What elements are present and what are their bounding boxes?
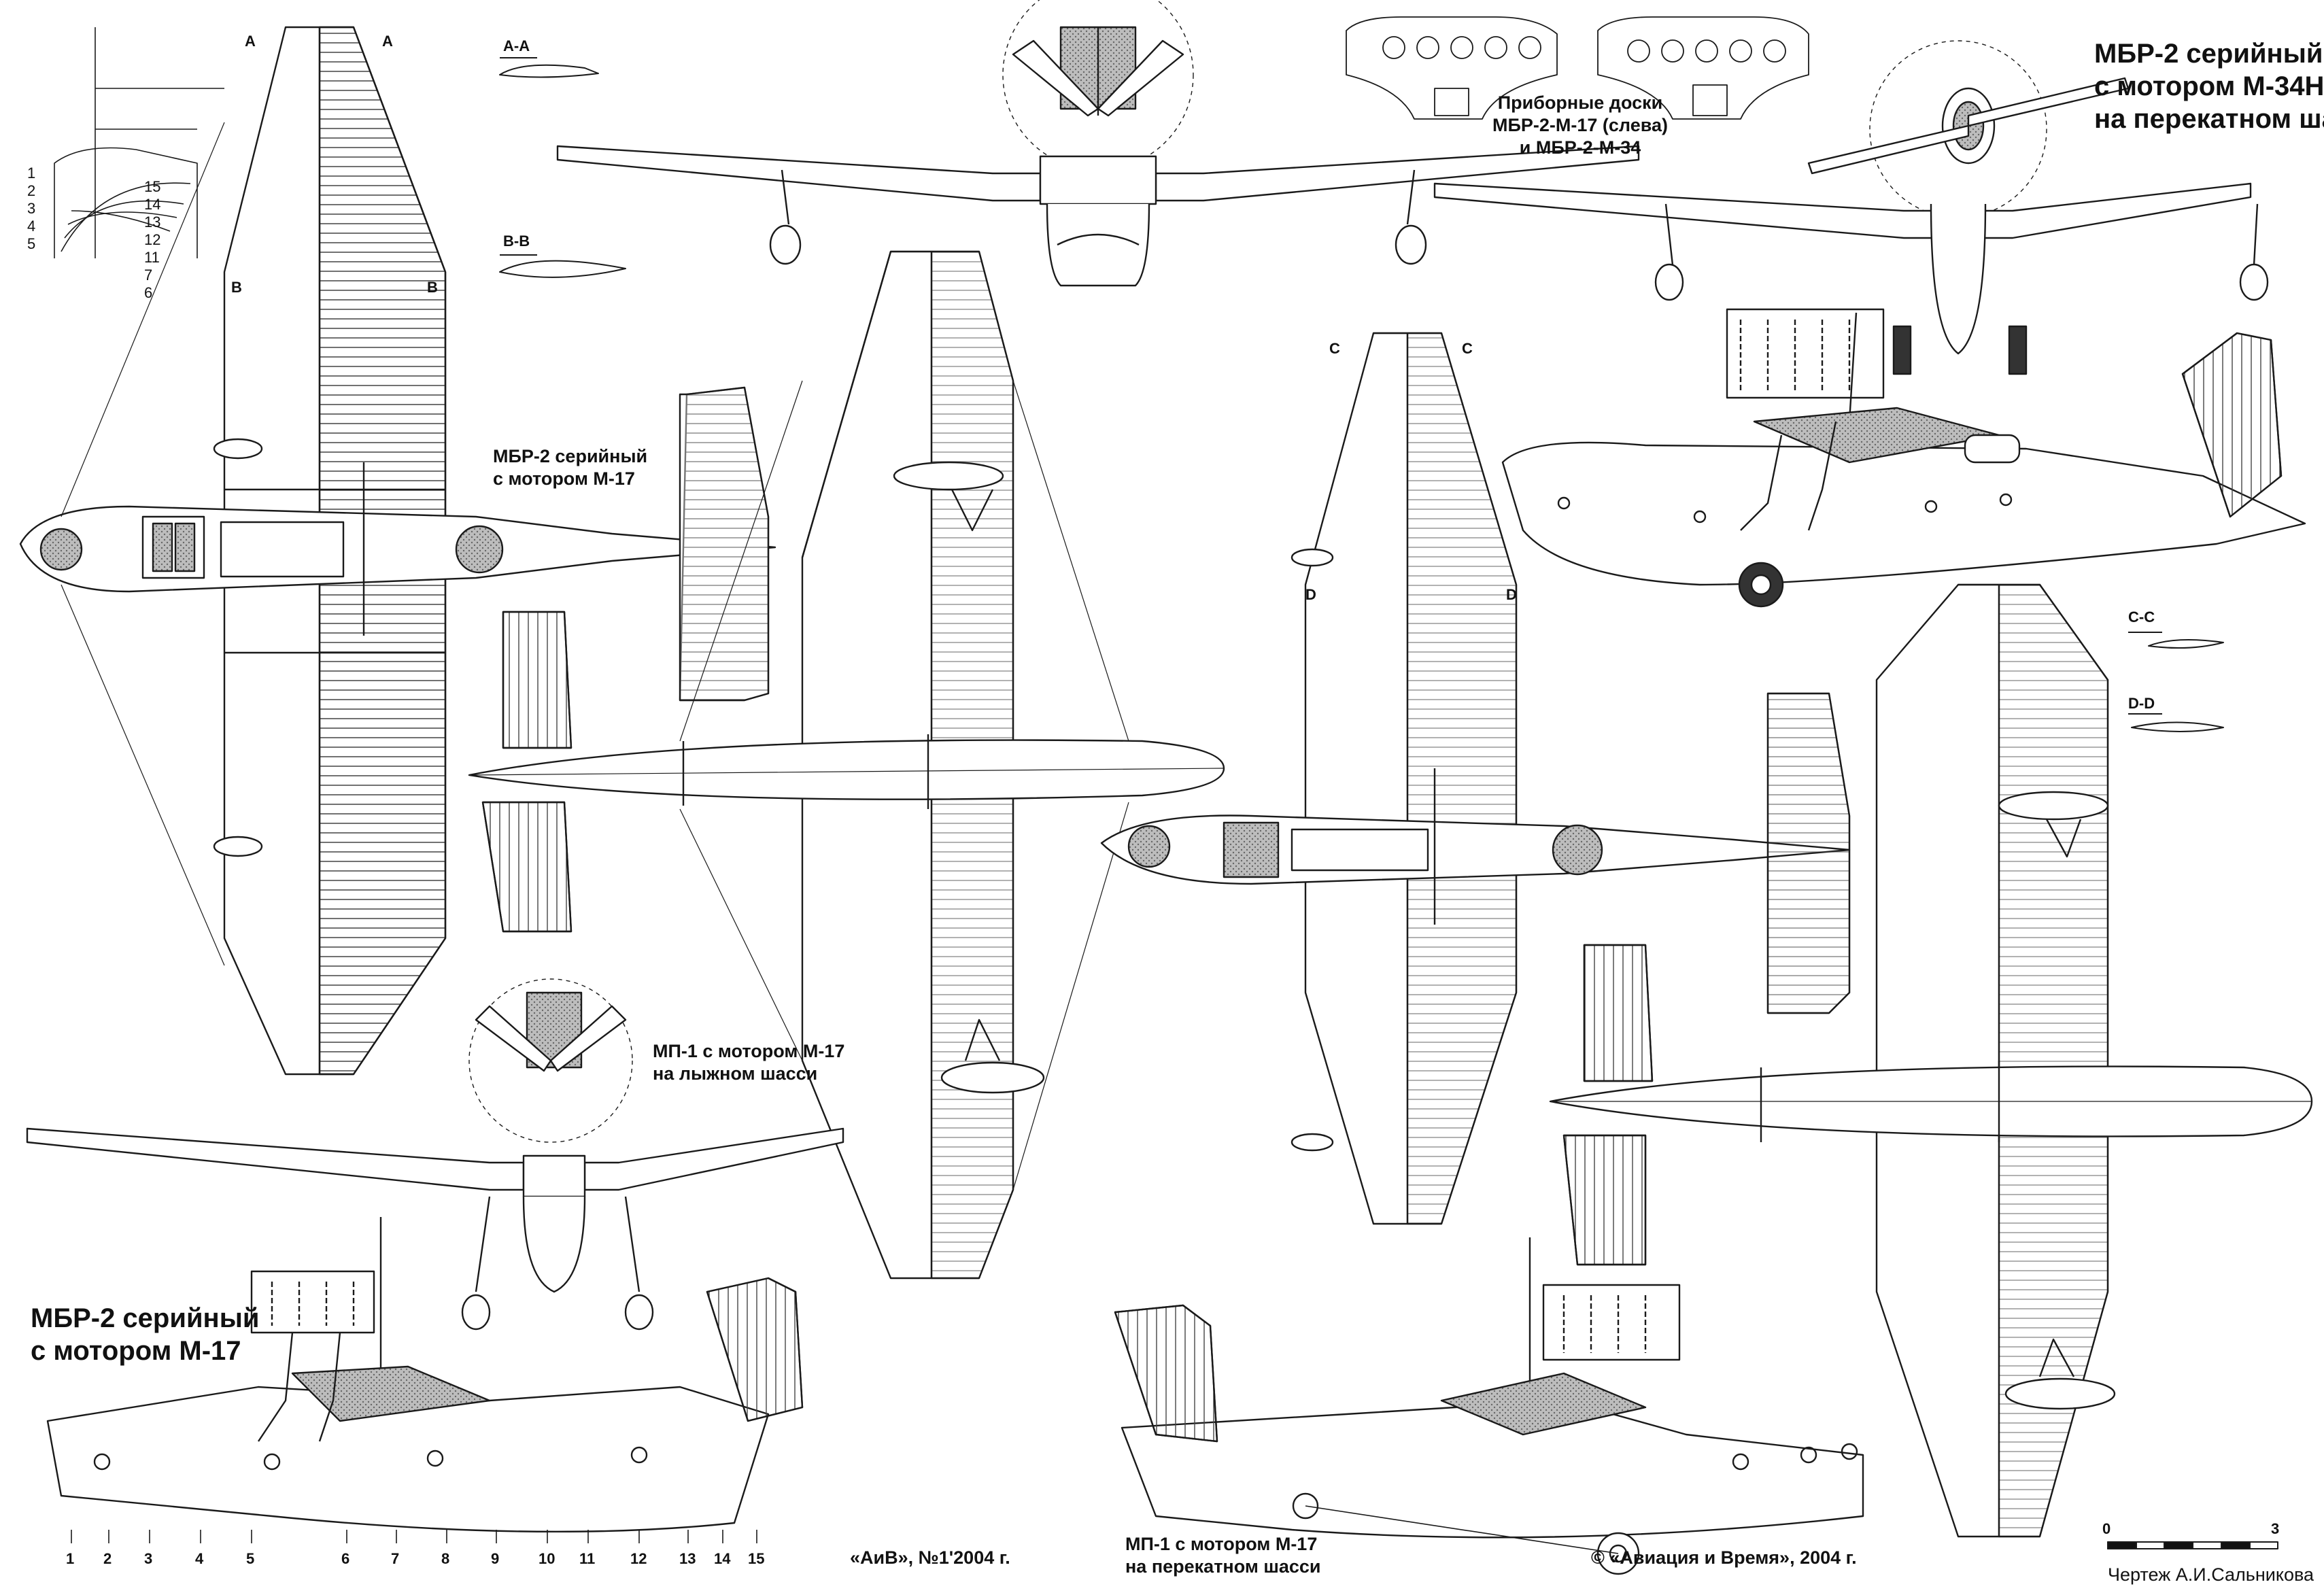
- label-line: МБР-2 серийный: [31, 1303, 260, 1333]
- label-line: с мотором М-34Н: [2094, 71, 2324, 101]
- section-marker: A: [245, 33, 256, 50]
- instrument-panels: [1346, 16, 1809, 120]
- label-mp1-ski: МП-1 с мотором М-17 на лыжном шасси: [653, 1040, 844, 1085]
- section-marker: B: [231, 279, 242, 296]
- section-profiles: [499, 57, 2224, 732]
- label-mbr2-m34n: МБР-2 серийный с мотором М-34Н на перека…: [2094, 37, 2324, 135]
- rib-numbers-right: 15 14 13 12 11 7 6: [144, 178, 160, 302]
- rib-number: 15: [144, 178, 161, 195]
- mbr2-m34n-front-view: [1433, 40, 2269, 375]
- scale-bar: [2107, 1541, 2278, 1549]
- section-marker: A: [382, 33, 393, 50]
- station-number: 1: [66, 1550, 75, 1567]
- rib-numbers-left: 1 2 3 4 5: [27, 165, 35, 253]
- mbr2-m17-top-view: [19, 26, 776, 1076]
- rib-number: 5: [27, 235, 36, 252]
- rib-number: 11: [144, 249, 160, 266]
- label-line: с мотором М-17: [493, 468, 635, 489]
- label-line: Приборные доски: [1497, 92, 1663, 113]
- label-line: на перекатном шасси: [1125, 1556, 1321, 1577]
- rib-number: 7: [144, 267, 153, 284]
- station-number: 11: [579, 1550, 596, 1567]
- rib-number: 3: [27, 200, 36, 217]
- station-number: 14: [714, 1550, 731, 1567]
- scale-label-start: 0: [2102, 1520, 2111, 1537]
- station-ticks: [71, 1530, 757, 1543]
- credit-author: Чертеж А.И.Сальникова: [2108, 1564, 2314, 1585]
- station-number: 8: [441, 1550, 450, 1567]
- section-title: C-C: [2128, 608, 2155, 625]
- scale-label-end: 3: [2271, 1520, 2280, 1537]
- mbr2-front-view: [556, 0, 1640, 287]
- rib-number: 13: [144, 213, 161, 230]
- station-number: 13: [679, 1550, 696, 1567]
- section-marker: C: [1462, 340, 1473, 357]
- station-number: 5: [246, 1550, 255, 1567]
- station-number: 10: [539, 1550, 556, 1567]
- station-number: 9: [491, 1550, 500, 1567]
- label-line: с мотором М-17: [31, 1336, 241, 1366]
- label-line: на лыжном шасси: [653, 1063, 818, 1084]
- section-title: A-A: [503, 37, 530, 54]
- label-line: на перекатном шасси: [2094, 104, 2324, 134]
- rib-layout-diagram: [54, 27, 224, 258]
- label-instrument-panels: Приборные доски МБР-2-М-17 (слева) и МБР…: [1492, 92, 1668, 159]
- label-mbr2-m17-top: МБР-2 серийный с мотором М-17: [493, 445, 647, 490]
- section-marker: D: [1305, 586, 1316, 603]
- section-title: D-D: [2128, 695, 2155, 712]
- rib-number: 2: [27, 182, 36, 199]
- label-line: МБР-2 серийный: [493, 446, 648, 466]
- station-number: 12: [630, 1550, 647, 1567]
- label-line: МБР-2 серийный: [2094, 39, 2323, 69]
- station-number: 7: [391, 1550, 400, 1567]
- label-mbr2-m17-side: МБР-2 серийный с мотором М-17: [31, 1302, 259, 1367]
- station-number: 6: [341, 1550, 350, 1567]
- rib-number: 4: [27, 218, 36, 235]
- mbr2-m34n-side-view: [1501, 308, 2306, 608]
- label-mp1-wheel: МП-1 с мотором М-17 на перекатном шасси: [1125, 1533, 1320, 1578]
- label-line: МП-1 с мотором М-17: [653, 1041, 845, 1061]
- mbr2-center-wing: [468, 250, 1225, 1280]
- mbr2-m17-side-view: [46, 1217, 804, 1533]
- mbr2-right-wing: [1549, 583, 2313, 1538]
- label-line: и МБР-2-М-34: [1519, 137, 1641, 158]
- label-line: МБР-2-М-17 (слева): [1492, 115, 1668, 135]
- label-line: МП-1 с мотором М-17: [1125, 1534, 1318, 1554]
- station-number: 3: [144, 1550, 153, 1567]
- rib-number: 14: [144, 196, 161, 213]
- section-marker: B: [427, 279, 438, 296]
- credit-copyright: © «Авиация и Время», 2004 г.: [1591, 1547, 1857, 1568]
- station-number: 2: [103, 1550, 112, 1567]
- mp1-ski-front-view: [26, 978, 844, 1331]
- section-marker: D: [1506, 586, 1517, 603]
- credit-journal: «АиВ», №1'2004 г.: [850, 1547, 1010, 1568]
- rib-number: 1: [27, 165, 36, 182]
- station-number: 4: [195, 1550, 204, 1567]
- rib-number: 12: [144, 231, 161, 248]
- mbr2-m34n-top-view: [1100, 332, 1851, 1225]
- section-title: B-B: [503, 233, 530, 250]
- station-number: 15: [748, 1550, 765, 1567]
- mp1-wheel-side-view: [1114, 1237, 1864, 1575]
- section-marker: C: [1329, 340, 1340, 357]
- rib-number: 6: [144, 284, 153, 301]
